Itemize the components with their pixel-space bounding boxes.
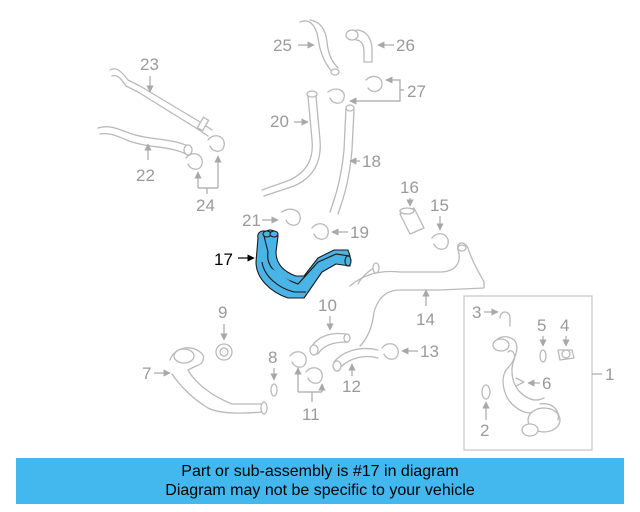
part-17-pipe[interactable]: [255, 229, 352, 299]
part-7-pipe[interactable]: [169, 347, 268, 415]
callout-20: 20: [270, 112, 289, 131]
part-6-clip[interactable]: [515, 377, 525, 387]
part-23-pipe[interactable]: [109, 68, 213, 137]
callout-22: 22: [136, 166, 155, 185]
callout-8: 8: [268, 348, 277, 367]
callout-10: 10: [318, 296, 337, 315]
banner-line-2: Diagram may not be specific to your vehi…: [165, 482, 475, 499]
callout-25: 25: [273, 36, 292, 55]
callout-5: 5: [537, 316, 546, 335]
callout-27: 27: [407, 82, 426, 101]
part-18-pipe[interactable]: [329, 104, 355, 215]
part-19-clamp[interactable]: [311, 223, 329, 240]
callout-9: 9: [218, 303, 227, 322]
info-banner: Part or sub-assembly is #17 in diagram D…: [16, 458, 624, 504]
part-15-clamp[interactable]: [431, 233, 449, 250]
callout-26: 26: [396, 36, 415, 55]
part-22-hose[interactable]: [97, 126, 193, 156]
part-13-clamp[interactable]: [381, 343, 399, 360]
part-1-assembly[interactable]: [463, 295, 593, 451]
part-26-hose[interactable]: [345, 29, 373, 63]
callout-6: 6: [542, 374, 551, 393]
callout-23: 23: [140, 55, 159, 74]
callout-2: 2: [480, 421, 489, 440]
callout-7: 7: [142, 364, 151, 383]
part-25-hose[interactable]: [299, 19, 340, 76]
part-14-hose[interactable]: [349, 242, 485, 347]
callout-1: 1: [605, 365, 614, 384]
callout-12: 12: [342, 377, 361, 396]
part-11-clamps[interactable]: [289, 351, 323, 384]
callout-18: 18: [362, 152, 381, 171]
banner-line-1: Part or sub-assembly is #17 in diagram: [181, 463, 459, 480]
callout-24: 24: [196, 196, 215, 215]
callout-11: 11: [302, 405, 320, 424]
callout-15: 15: [430, 196, 449, 215]
callout-16: 16: [400, 178, 419, 197]
callout-19: 19: [350, 223, 369, 242]
part-12-hose[interactable]: [332, 347, 379, 372]
parts-diagram: 25 26 27 23 22 24: [97, 19, 614, 451]
callout-17: 17: [214, 250, 233, 269]
callout-3: 3: [472, 303, 481, 322]
part-24-clamps[interactable]: [185, 135, 225, 170]
part-3-clip[interactable]: [499, 311, 511, 327]
callout-21: 21: [242, 211, 261, 230]
part-4-sensor[interactable]: [557, 349, 575, 361]
callout-13: 13: [420, 342, 439, 361]
part-16-sleeve[interactable]: [399, 207, 425, 235]
part-9-oring[interactable]: [215, 343, 233, 361]
part-2-oring[interactable]: [481, 384, 491, 400]
part-20-pipe[interactable]: [261, 90, 321, 197]
part-5-oring[interactable]: [539, 349, 547, 363]
part-8-oring[interactable]: [270, 383, 278, 397]
callout-14: 14: [416, 310, 435, 329]
callout-4: 4: [560, 316, 569, 335]
part-21-clamp[interactable]: [281, 208, 301, 226]
part-10-hose[interactable]: [309, 332, 351, 356]
part-27-clamps[interactable]: [327, 75, 383, 104]
